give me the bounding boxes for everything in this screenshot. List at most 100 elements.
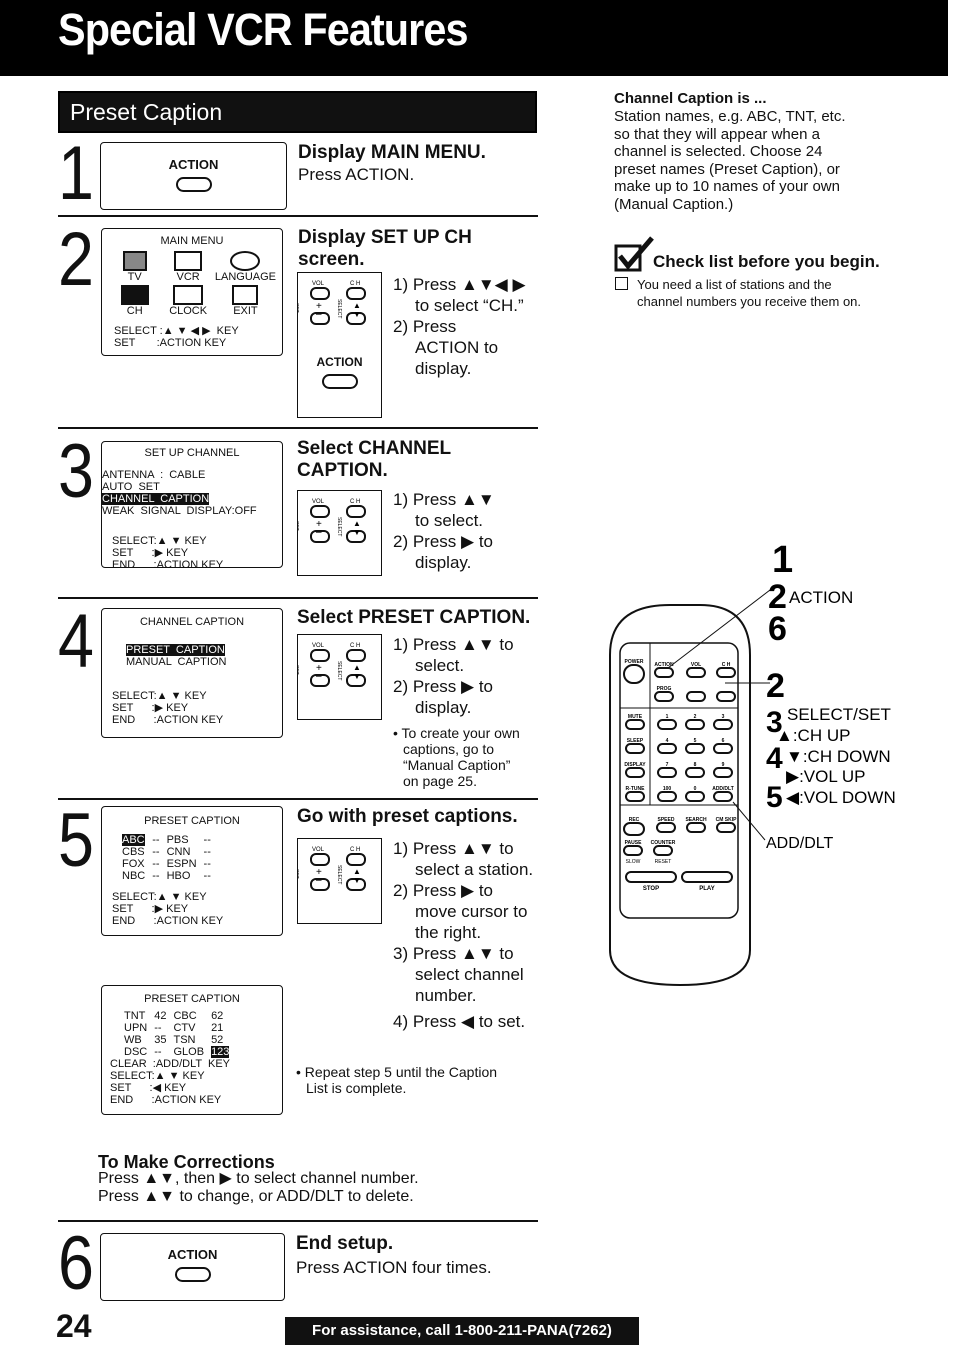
caption-cell: --	[203, 834, 211, 846]
step-title: Display MAIN MENU.	[298, 142, 486, 163]
step-title: Go with preset captions.	[297, 806, 518, 827]
svg-text:C H: C H	[350, 643, 360, 649]
remote-button	[657, 719, 677, 730]
caption-cell: DSC	[124, 1046, 148, 1058]
menu-icon-ch: CH	[108, 285, 161, 317]
caption-cell: FOX	[122, 858, 145, 870]
remote-button-label: 7	[666, 762, 669, 768]
remote-button	[657, 791, 677, 802]
step-number: 4	[58, 599, 94, 684]
caption-cell: --	[203, 870, 211, 882]
step-title-cont: CAPTION.	[297, 460, 388, 481]
caption-row: FOX--ESPN--	[122, 858, 218, 870]
caption-info-title: Channel Caption is ...	[614, 90, 767, 107]
remote-button	[625, 871, 677, 883]
caption-cell: HBO	[166, 870, 191, 882]
remote-button-label: 8	[694, 762, 697, 768]
svg-text:–: –	[316, 309, 322, 320]
remote-button-label: 3	[722, 714, 725, 720]
remote-button-label: SLEEP	[627, 738, 644, 744]
svg-text:VOL: VOL	[312, 847, 325, 853]
caption-cell: --	[203, 858, 211, 870]
callout-vol-up: ▶:VOL UP	[786, 767, 866, 786]
remote-button	[625, 719, 645, 730]
step-title: Display SET UP CH	[298, 227, 472, 248]
step-text: Press ACTION.	[298, 165, 415, 184]
divider	[58, 798, 538, 800]
remote-button	[686, 667, 706, 678]
callout-2b: 2	[766, 667, 785, 705]
caption-cell: WB	[124, 1034, 142, 1046]
remote-button-label: REC	[629, 817, 640, 823]
caption-cell: PBS	[166, 834, 189, 846]
caption-cell: 123	[211, 1046, 230, 1058]
remote-button	[623, 845, 643, 856]
svg-text:C H: C H	[350, 281, 360, 287]
remote-button	[685, 719, 705, 730]
callout-select-set: SELECT/SET	[787, 705, 891, 724]
assistance-banner: For assistance, call 1-800-211-PANA(7262…	[285, 1317, 639, 1345]
svg-text:VOL: VOL	[312, 499, 325, 505]
page-number: 24	[56, 1308, 92, 1344]
caption-cell: --	[203, 846, 211, 858]
osd-line: SELECT :▲ ▼ ◀ ▶ KEY	[114, 325, 239, 337]
remote-button-label: COUNTER	[651, 840, 676, 846]
callout-4: 4	[766, 742, 783, 775]
menu-icon-language: LANGUAGE	[215, 251, 276, 283]
remote-button-label: 5	[694, 738, 697, 744]
step-number: 1	[58, 131, 94, 216]
section-title-bar: Preset Caption	[58, 91, 537, 133]
caption-cell: --	[154, 1022, 162, 1034]
step-title: Select PRESET CAPTION.	[297, 607, 531, 628]
callout-ch-down: ▼:CH DOWN	[786, 747, 891, 766]
remote-button-label: 2	[694, 714, 697, 720]
remote-button	[656, 822, 676, 833]
remote-button	[657, 743, 677, 754]
remote-button-label: VOL	[691, 662, 701, 668]
caption-cell: UPN	[124, 1022, 148, 1034]
remote-button	[686, 691, 706, 702]
remote-button-label: DISPLAY	[624, 762, 646, 768]
caption-row: ABC -- PBS --	[122, 834, 218, 846]
remote-button-label: 0	[694, 786, 697, 792]
step-text: Press ACTION four times.	[296, 1258, 492, 1277]
remote-button-label: POWER	[625, 659, 644, 665]
callout-6: 6	[768, 610, 787, 648]
caption-cell: --	[152, 870, 160, 882]
svg-text:–: –	[316, 671, 322, 682]
remote-button	[625, 743, 645, 754]
remote-button	[713, 743, 733, 754]
action-button-box: ACTION	[100, 1233, 285, 1301]
highlighted-item: PRESET CAPTION	[126, 644, 225, 656]
svg-text:VOL: VOL	[312, 643, 325, 649]
svg-text:▲: ▲	[353, 301, 361, 310]
remote-button-label: SEARCH	[685, 817, 707, 823]
caption-cell: ABC	[122, 834, 145, 846]
callout-vol-down: ◀:VOL DOWN	[786, 788, 896, 807]
action-label: ACTION	[168, 157, 219, 172]
svg-text:VOL: VOL	[312, 281, 325, 287]
divider	[58, 597, 538, 599]
svg-text:SLOW: SLOW	[626, 859, 641, 865]
step-title: End setup.	[296, 1233, 394, 1254]
svg-text:SELECT: SELECT	[336, 865, 342, 884]
caption-info-text: Station names, e.g. ABC, TNT, etc.so tha…	[614, 108, 846, 213]
caption-cell: --	[152, 834, 160, 846]
step-number: 6	[58, 1221, 94, 1306]
page-title: Special VCR Features	[58, 4, 468, 55]
svg-text:C H: C H	[350, 847, 360, 853]
